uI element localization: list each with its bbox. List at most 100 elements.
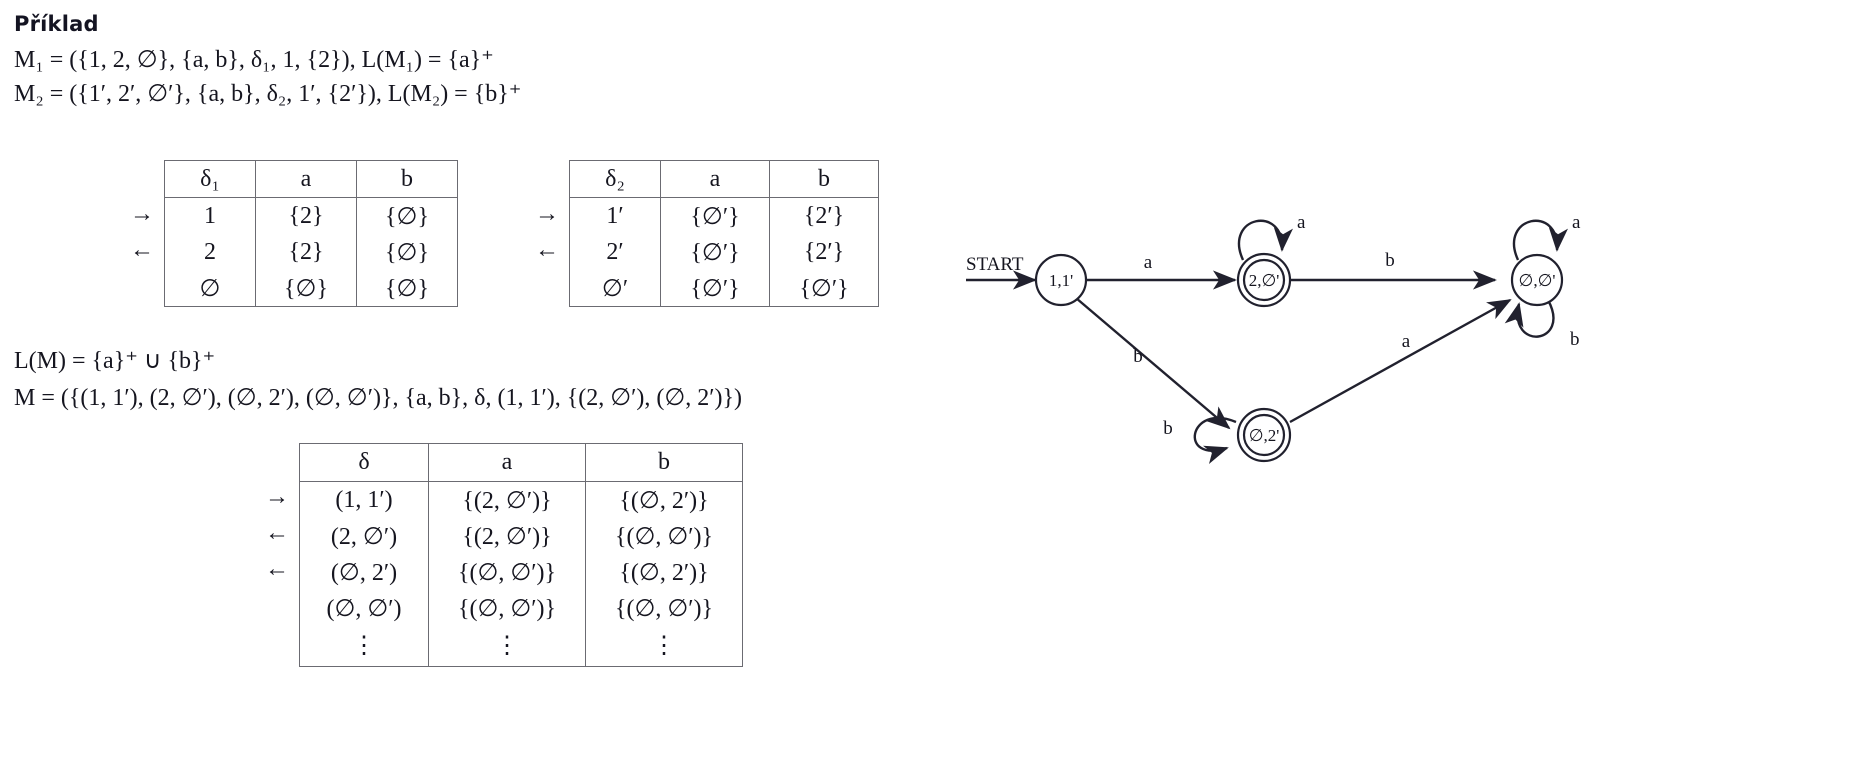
delta1-a-1: {2} [255, 234, 357, 270]
delta1-b-0: {∅} [356, 197, 458, 234]
delta2-col-a: a [660, 160, 770, 198]
delta2-marker-2 [535, 268, 569, 304]
delta-b-1: {(∅, ∅′)} [585, 518, 743, 554]
delta-marker-0: → [265, 483, 289, 510]
definition-lm: L(M) = {a}⁺ ∪ {b}⁺ [14, 348, 216, 374]
delta2-a-2: {∅′} [660, 270, 770, 307]
delta2-marker-0: → [535, 200, 559, 227]
delta-marker-2: ← [265, 555, 289, 582]
transition-table-delta1: → ← δ₁ a b 1 {2} {∅} 2 {2} [130, 160, 458, 307]
delta-table: δ a b (1, 1′) {(2, ∅′)} {(∅, 2′)} (2, ∅′… [299, 443, 743, 667]
delta1-state-1: 2 [164, 234, 256, 270]
delta-header-row: δ a b [299, 443, 743, 482]
delta-marker-column: → ← ← [265, 443, 299, 663]
table-row: 1′ {∅′} {2′} [569, 197, 879, 234]
edge-label-b-loop-00p: b [1570, 329, 1580, 350]
delta2-a-0: {∅′} [660, 197, 770, 234]
delta2-col-b: b [769, 160, 879, 198]
self-loop-00p-a [1512, 219, 1568, 261]
table-row: 2′ {∅′} {2′} [569, 234, 879, 270]
delta2-b-0: {2′} [769, 197, 879, 234]
delta1-marker-2 [130, 268, 164, 304]
table-row: (∅, ∅′) {(∅, ∅′)} {(∅, ∅′)} [299, 590, 743, 626]
delta2-corner: δ₂ [569, 160, 661, 198]
table-row: ∅ {∅} {∅} [164, 270, 458, 307]
table-row: 1 {2} {∅} [164, 197, 458, 234]
delta1-marker-1: ← [130, 236, 154, 263]
delta2-b-2: {∅′} [769, 270, 879, 307]
delta-a-4: ⋮ [428, 626, 586, 667]
delta-b-0: {(∅, 2′)} [585, 481, 743, 518]
self-loop-02p-b [1193, 416, 1237, 464]
state-node-0-2p[interactable]: ∅,2' [1236, 407, 1292, 463]
start-label: START [966, 254, 1024, 275]
state-node-2-0p[interactable]: 2,∅' [1236, 252, 1292, 308]
delta1-a-0: {2} [255, 197, 357, 234]
delta-marker-3 [265, 587, 299, 623]
state-label-1-1p: 1,1' [1049, 271, 1073, 290]
delta1-state-2: ∅ [164, 270, 256, 307]
delta2-a-1: {∅′} [660, 234, 770, 270]
self-loop-20p-a [1237, 219, 1293, 261]
delta1-corner: δ₁ [164, 160, 256, 198]
delta2-table: δ₂ a b 1′ {∅′} {2′} 2′ {∅′} {2′} ∅′ [569, 160, 879, 307]
delta-a-1: {(2, ∅′)} [428, 518, 586, 554]
delta1-b-1: {∅} [356, 234, 458, 270]
transition-table-delta: → ← ← δ a b (1, 1′) {(2, ∅′)} {(∅, 2′)} [265, 443, 743, 667]
edge-label-b-20p-to-00p: b [1385, 250, 1395, 271]
delta-b-2: {(∅, 2′)} [585, 554, 743, 590]
state-label-0-0p: ∅,∅' [1519, 271, 1556, 290]
edge-label-b-start-to-02p: b [1133, 346, 1143, 367]
page-title: Příklad [14, 12, 99, 36]
state-label-2-0p: 2,∅' [1249, 271, 1280, 290]
delta2-marker-column: → ← [535, 160, 569, 304]
table-row: (∅, 2′) {(∅, ∅′)} {(∅, 2′)} [299, 554, 743, 590]
delta-state-3: (∅, ∅′) [299, 590, 429, 626]
edge-label-a-start-to-20p: a [1144, 252, 1153, 273]
delta1-b-2: {∅} [356, 270, 458, 307]
delta2-state-2: ∅′ [569, 270, 661, 307]
edge-b-from-start [1075, 297, 1231, 430]
delta-b-3: {(∅, ∅′)} [585, 590, 743, 626]
delta-marker-4 [265, 623, 299, 663]
delta1-state-0: 1 [164, 197, 256, 234]
transition-table-delta2: → ← δ₂ a b 1′ {∅′} {2′} 2′ {∅′} [535, 160, 879, 307]
delta-b-4: ⋮ [585, 626, 743, 667]
table-row: ⋮ ⋮ ⋮ [299, 626, 743, 667]
edge-label-a-loop-00p: a [1572, 212, 1581, 233]
definition-m: M = ({(1, 1′), (2, ∅′), (∅, 2′), (∅, ∅′)… [14, 385, 743, 411]
delta2-header-row: δ₂ a b [569, 160, 879, 198]
table-row: ∅′ {∅′} {∅′} [569, 270, 879, 307]
delta-state-1: (2, ∅′) [299, 518, 429, 554]
edge-label-a-loop-20p: a [1297, 212, 1306, 233]
delta1-col-a: a [255, 160, 357, 198]
delta-a-2: {(∅, ∅′)} [428, 554, 586, 590]
state-node-1-1p[interactable]: 1,1' [1034, 253, 1088, 307]
delta-col-a: a [428, 443, 586, 482]
delta1-header-row: δ₁ a b [164, 160, 458, 198]
delta2-b-1: {2′} [769, 234, 879, 270]
delta1-marker-0: → [130, 200, 154, 227]
delta-col-b: b [585, 443, 743, 482]
delta-a-0: {(2, ∅′)} [428, 481, 586, 518]
table-row: 2 {2} {∅} [164, 234, 458, 270]
definition-m1: M₁ = ({1, 2, ∅}, {a, b}, δ₁, 1, {2}), L(… [14, 47, 494, 73]
delta-marker-1: ← [265, 519, 289, 546]
delta1-marker-column: → ← [130, 160, 164, 304]
delta-state-2: (∅, 2′) [299, 554, 429, 590]
delta-a-3: {(∅, ∅′)} [428, 590, 586, 626]
edge-a-02p-to-00p [1289, 298, 1512, 424]
state-label-0-2p: ∅,2' [1249, 426, 1280, 445]
self-loop-00p-b [1504, 299, 1555, 338]
delta-corner: δ [299, 443, 429, 482]
automaton-diagram: START 2,0' --> a 0,2' --> b a 0,0' --> b [940, 210, 1840, 510]
delta1-table: δ₁ a b 1 {2} {∅} 2 {2} {∅} ∅ {∅} [164, 160, 458, 307]
delta-state-0: (1, 1′) [299, 481, 429, 518]
delta2-marker-1: ← [535, 236, 559, 263]
state-node-0-0p[interactable]: ∅,∅' [1510, 253, 1564, 307]
edge-label-b-loop-02p: b [1163, 418, 1173, 439]
delta1-a-2: {∅} [255, 270, 357, 307]
table-row: (1, 1′) {(2, ∅′)} {(∅, 2′)} [299, 481, 743, 518]
delta1-col-b: b [356, 160, 458, 198]
